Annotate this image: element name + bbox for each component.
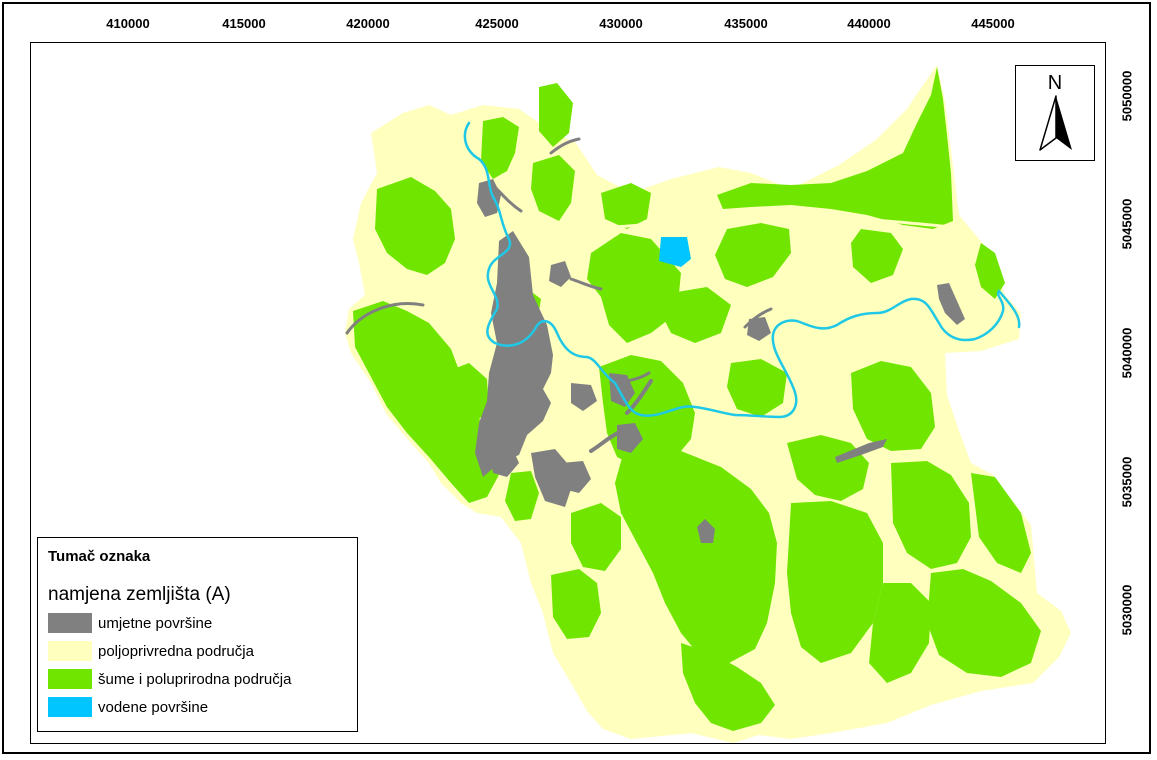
legend-swatch-water — [48, 697, 92, 717]
map-frame[interactable]: N Tumač oznaka namjena zemljišta (A) umj… — [30, 42, 1106, 744]
north-label: N — [1047, 72, 1063, 94]
y-tick-label: 5045000 — [1119, 198, 1135, 250]
x-tick-label: 435000 — [724, 16, 768, 31]
x-tick-label: 425000 — [475, 16, 519, 31]
y-tick-label: 5040000 — [1119, 327, 1135, 379]
legend-label: poljoprivredna područja — [98, 642, 254, 660]
legend-swatch-artificial — [48, 613, 92, 633]
legend-swatch-agricultural — [48, 641, 92, 661]
legend-subtitle: namjena zemljišta (A) — [48, 584, 231, 605]
legend-label: vodene površine — [98, 698, 209, 716]
water-area — [659, 237, 691, 267]
x-tick-label: 440000 — [847, 16, 891, 31]
legend-label: šume i poluprirodna područja — [98, 670, 292, 688]
x-tick-label: 445000 — [971, 16, 1015, 31]
artificial-areas — [475, 179, 965, 543]
artificial-corridors — [345, 137, 773, 453]
map-legend: Tumač oznaka namjena zemljišta (A) umjet… — [37, 537, 358, 732]
legend-item-water: vodene površine — [48, 696, 208, 718]
x-tick-label: 415000 — [222, 16, 266, 31]
legend-item-forest: šume i poluprirodna područja — [48, 668, 291, 690]
legend-item-artificial: umjetne površine — [48, 612, 212, 634]
land-use-map[interactable] — [31, 43, 1106, 744]
north-arrow-box: N — [1015, 65, 1095, 161]
x-tick-label: 430000 — [599, 16, 643, 31]
y-tick-label: 5050000 — [1119, 70, 1135, 122]
legend-item-agricultural: poljoprivredna područja — [48, 640, 254, 662]
legend-swatch-forest — [48, 669, 92, 689]
y-tick-label: 5030000 — [1119, 584, 1135, 636]
x-tick-label: 410000 — [106, 16, 150, 31]
road-clearing — [526, 215, 952, 231]
legend-label: umjetne površine — [98, 614, 213, 632]
legend-title: Tumač oznaka — [48, 548, 151, 565]
north-arrow-icon — [1039, 95, 1072, 151]
rivers — [463, 121, 1021, 419]
x-tick-label: 420000 — [346, 16, 390, 31]
y-tick-label: 5035000 — [1119, 456, 1135, 508]
